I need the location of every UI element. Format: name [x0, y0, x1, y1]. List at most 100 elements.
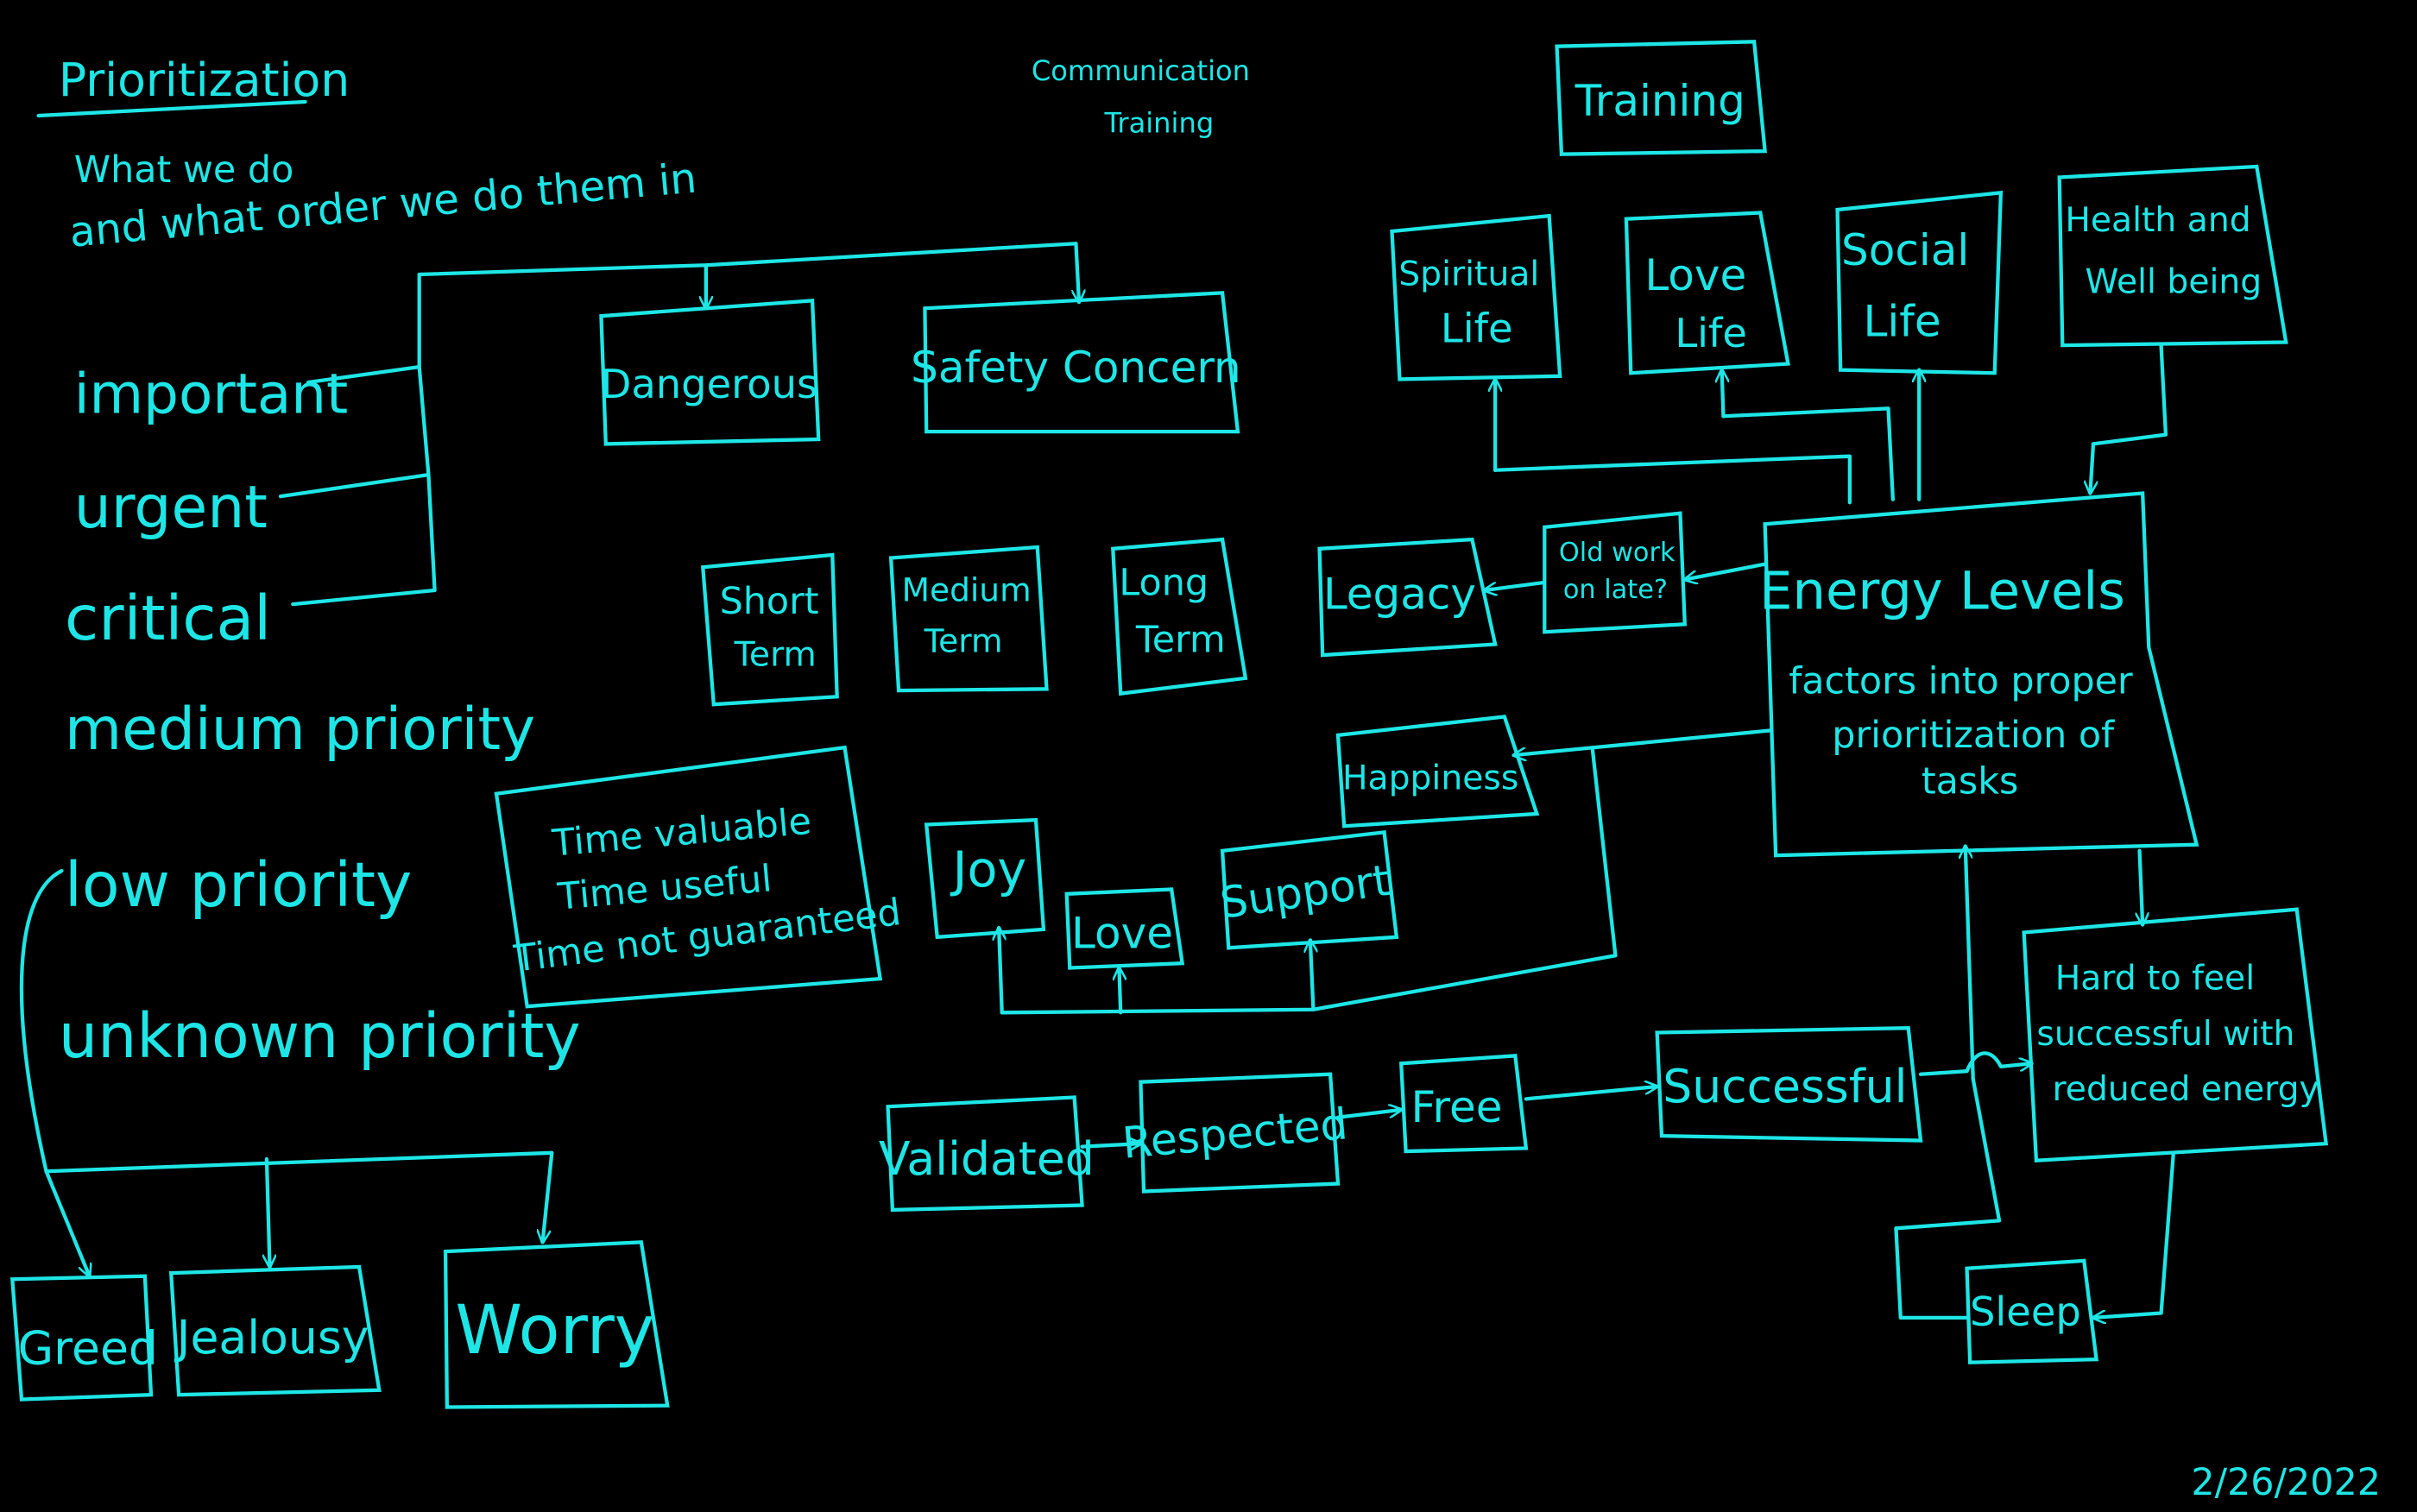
energy-love-life-line	[1721, 406, 1896, 501]
box-safety-concern: Safety Concern	[911, 291, 1241, 434]
box-validated: Validated	[879, 1095, 1095, 1213]
comm-training-1: Communication	[1032, 54, 1250, 87]
support-loop-line	[1000, 746, 1618, 1015]
box-energy-levels: Energy Levels factors into proper priori…	[1759, 491, 2199, 858]
box-love-life: Love Life	[1624, 211, 1790, 375]
arrow-health-to-energy	[2090, 442, 2093, 495]
box-social-life: Social Life	[1835, 190, 2004, 375]
priority-medium: medium priority	[65, 696, 535, 764]
medium-label-1: Medium	[902, 571, 1032, 609]
arrow-to-old-work	[1685, 562, 1767, 580]
box-long-term: Long Term	[1111, 537, 1248, 696]
box-dangerous: Dangerous	[599, 299, 821, 446]
spiritual-label-1: Spiritual	[1398, 255, 1539, 293]
box-jealousy: Jealousy	[168, 1264, 382, 1397]
box-joy: Joy	[924, 817, 1046, 940]
energy-spiritual-line	[1493, 454, 1852, 505]
box-time: Time valuable Time useful Time not guara…	[494, 745, 903, 1009]
priority-critical: critical	[65, 583, 271, 654]
box-free: Free	[1398, 1054, 1529, 1154]
box-love: Love	[1064, 887, 1185, 970]
energy-line-1: factors into proper	[1789, 660, 2133, 703]
arrow-to-sleep	[2093, 1150, 2176, 1318]
box-legacy: Legacy	[1317, 537, 1498, 658]
training-label: Training	[1575, 76, 1745, 126]
free-label: Free	[1410, 1082, 1502, 1132]
arrow-to-respected	[1080, 1143, 1143, 1147]
arrow-to-successful	[1524, 1087, 1657, 1101]
priority-important: important	[74, 362, 349, 427]
box-short-term: Short Term	[700, 552, 839, 707]
arrow-to-love	[1119, 966, 1120, 1015]
box-spiritual-life: Spiritual Life	[1390, 213, 1562, 381]
hard-label-3: reduced energy	[2053, 1070, 2319, 1109]
arrow-to-joy	[999, 925, 1002, 1015]
box-hard-to-feel: Hard to feel successful with reduced ene…	[2022, 907, 2329, 1163]
box-successful: Successful	[1655, 1026, 1923, 1143]
priority-low: low priority	[65, 849, 412, 921]
box-greed: Greed	[9, 1274, 158, 1402]
dangerous-label: Dangerous	[601, 361, 818, 407]
spiritual-label-2: Life	[1441, 306, 1513, 352]
happiness-label: Happiness	[1342, 759, 1518, 797]
long-label-2: Term	[1135, 618, 1226, 661]
priority-connectors	[278, 242, 1078, 607]
respected-label: Respected	[1120, 1099, 1349, 1169]
box-support: Support	[1217, 830, 1399, 950]
arrow-to-free	[1335, 1110, 1401, 1119]
box-old-work: Old work on late?	[1543, 511, 1688, 634]
arrow-sleep-to-energy	[1966, 844, 1975, 1081]
love-life-label-1: Love	[1644, 250, 1746, 300]
sleep-label: Sleep	[1970, 1288, 2081, 1335]
old-work-label-1: Old work	[1559, 538, 1675, 568]
arrow-energy-to-hard	[2140, 848, 2143, 927]
energy-line-2: prioritization of	[1832, 714, 2115, 757]
sleep-energy-line	[1894, 1076, 2002, 1320]
joy-label: Joy	[950, 841, 1027, 898]
arrow-to-jealousy	[267, 1156, 270, 1269]
arrow-to-support	[1310, 938, 1314, 1011]
unknown-connector	[19, 868, 554, 1174]
arrow-to-legacy	[1485, 580, 1545, 590]
box-training: Training	[1555, 40, 1768, 156]
health-label-2: Well being	[2085, 262, 2262, 301]
short-label-2: Term	[734, 636, 817, 675]
health-energy-line	[2091, 343, 2168, 446]
arrow-to-love-life	[1722, 368, 1724, 419]
box-sleep: Sleep	[1965, 1258, 2098, 1364]
legacy-label: Legacy	[1323, 569, 1476, 619]
subtitle-line-1: What we do	[74, 148, 294, 192]
arrow-to-happiness	[1514, 728, 1772, 756]
love-label: Love	[1071, 908, 1173, 958]
jealousy-label: Jealousy	[174, 1310, 369, 1364]
box-medium-term: Medium Term	[888, 545, 1049, 693]
health-label-1: Health and	[2065, 201, 2250, 240]
greed-label: Greed	[18, 1320, 158, 1375]
date: 2/26/2022	[2191, 1461, 2381, 1504]
validated-label: Validated	[879, 1131, 1095, 1186]
box-health-wellbeing: Health and Well being	[2057, 164, 2288, 348]
priority-urgent: urgent	[74, 474, 268, 542]
short-label-1: Short	[720, 580, 819, 623]
box-happiness: Happiness	[1335, 715, 1540, 828]
box-respected: Respected	[1120, 1072, 1349, 1194]
arrow-to-hard	[1918, 1051, 2032, 1076]
social-label-2: Life	[1864, 296, 1941, 346]
energy-title: Energy Levels	[1759, 561, 2125, 621]
social-label-1: Social	[1841, 225, 1969, 275]
arrow-to-safety	[1076, 242, 1079, 305]
priority-unknown: unknown priority	[59, 1000, 581, 1072]
arrow-to-greed	[44, 1169, 90, 1276]
energy-line-3: tasks	[1922, 760, 2019, 803]
medium-label-2: Term	[924, 621, 1003, 659]
hard-label-1: Hard to feel	[2055, 960, 2255, 999]
love-life-label-2: Life	[1675, 310, 1747, 356]
title-underline	[36, 99, 307, 118]
worry-label: Worry	[455, 1290, 654, 1370]
support-label: Support	[1217, 855, 1393, 929]
time-line-1: Time valuable	[550, 800, 813, 866]
title: Prioritization	[59, 53, 350, 107]
arrow-to-worry	[543, 1150, 554, 1243]
comm-training-2: Training	[1103, 107, 1214, 140]
